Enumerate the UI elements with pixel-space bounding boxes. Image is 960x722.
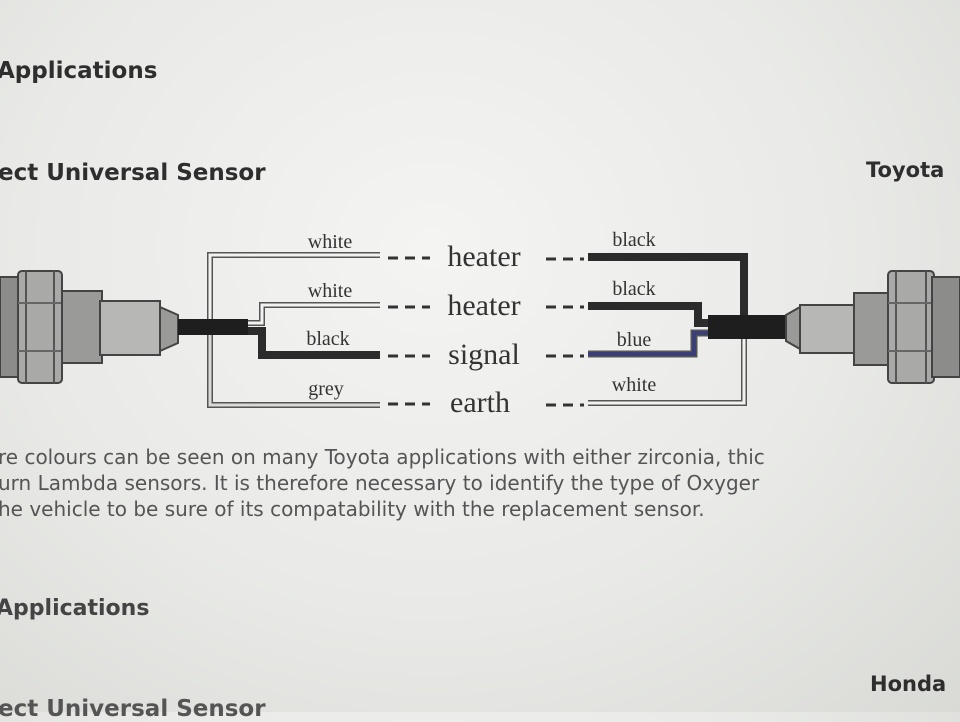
- universal-sensor-heading-2: ect Universal Sensor: [0, 696, 266, 722]
- brand-label-honda: Honda: [870, 672, 947, 696]
- left-wire-label-3: black: [306, 328, 349, 350]
- right-wire-3: [546, 329, 710, 358]
- right-wire-label-1: black: [612, 229, 655, 251]
- description-line-3: he vehicle to be sure of its compatabili…: [0, 497, 705, 521]
- left-wire-label-1: white: [308, 231, 353, 253]
- left-wire-4: [207, 335, 430, 408]
- left-wire-label-4: grey: [308, 378, 344, 400]
- left-wire-3: [248, 327, 430, 359]
- left-wire-label-2: white: [308, 280, 353, 302]
- right-wire-2: [546, 302, 710, 327]
- description-paragraph: re colours can be seen on many Toyota ap…: [0, 444, 960, 522]
- right-wire-label-4: white: [612, 374, 657, 396]
- right-wire-label-2: black: [612, 278, 655, 300]
- pin-label-1: heater: [447, 240, 520, 273]
- right-wire-4: [546, 337, 747, 407]
- left-wire-1: [207, 252, 430, 319]
- right-sensor-icon: [785, 270, 960, 384]
- pin-label-3: signal: [448, 338, 520, 371]
- right-wire-1: [546, 253, 748, 317]
- brand-label-toyota: Toyota: [866, 158, 945, 182]
- wiring-diagram: white white black grey heater heater sig…: [0, 229, 960, 419]
- right-wire-label-3: blue: [617, 329, 652, 351]
- universal-sensor-heading: ect Universal Sensor: [0, 160, 266, 186]
- left-sensor-icon: [0, 270, 179, 384]
- applications-heading-2: Applications: [0, 596, 150, 621]
- pin-label-4: earth: [450, 386, 510, 419]
- applications-heading: Applications: [0, 58, 158, 84]
- pin-label-2: heater: [447, 289, 520, 322]
- description-line-1: re colours can be seen on many Toyota ap…: [0, 445, 765, 469]
- description-line-2: urn Lambda sensors. It is therefore nece…: [0, 471, 760, 495]
- left-wire-2: [248, 302, 430, 326]
